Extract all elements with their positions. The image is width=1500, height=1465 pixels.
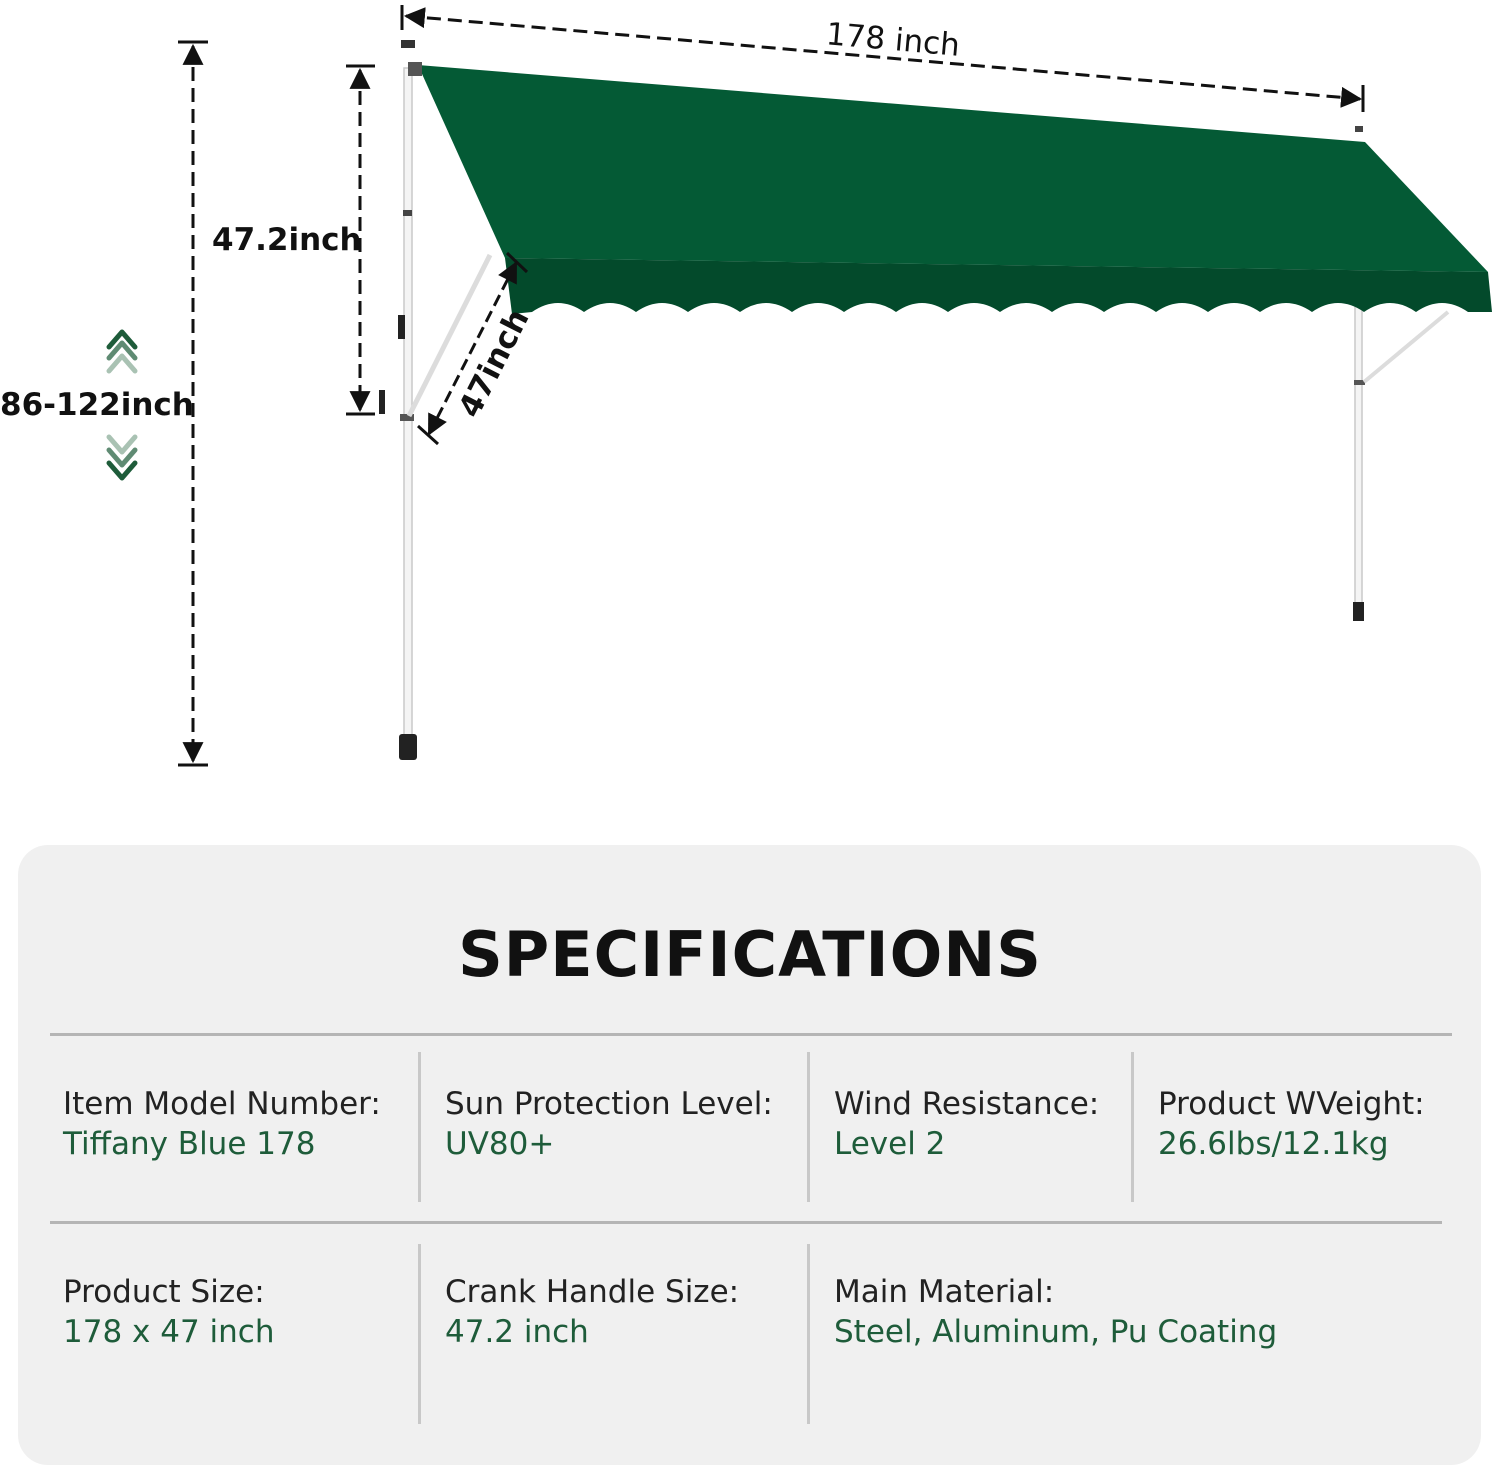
- spec-value: Steel, Aluminum, Pu Coating: [834, 1314, 1278, 1350]
- column-divider: [807, 1244, 810, 1424]
- column-divider: [418, 1244, 421, 1424]
- spec-label: Wind Resistance:: [834, 1086, 1100, 1122]
- crank-height-label: 47.2inch: [212, 222, 362, 258]
- spec-item-model-number: Item Model Number: Tiffany Blue 178: [63, 1084, 381, 1164]
- spec-label: Main Material:: [834, 1274, 1055, 1310]
- divider: [50, 1221, 1442, 1224]
- left-pole: [379, 40, 417, 760]
- height-range-label: 86-122inch: [0, 387, 194, 423]
- crank-height-dimension: 47.2inch: [212, 64, 375, 416]
- right-pole: [1353, 126, 1450, 621]
- spec-value: Level 2: [834, 1126, 946, 1162]
- double-chevron-up-icon: [106, 329, 138, 374]
- spec-label: Product WVeight:: [1158, 1086, 1425, 1122]
- column-divider: [418, 1052, 421, 1202]
- spec-value: 26.6lbs/12.1kg: [1158, 1126, 1389, 1162]
- divider: [50, 1033, 1452, 1036]
- awning-diagram: 178 inch 47.2inch 47inch 86-122inch: [0, 5, 1492, 767]
- specifications-title: SPECIFICATIONS: [458, 918, 1042, 991]
- specifications-panel: [18, 845, 1481, 1465]
- spec-value: 178 x 47 inch: [63, 1314, 275, 1350]
- spec-label: Sun Protection Level:: [445, 1086, 773, 1122]
- spec-label: Product Size:: [63, 1274, 265, 1310]
- spec-label: Crank Handle Size:: [445, 1274, 740, 1310]
- width-label: 178 inch: [825, 16, 962, 64]
- height-dimension: 86-122inch: [0, 40, 208, 767]
- spec-crank-handle-size: Crank Handle Size: 47.2 inch: [445, 1272, 739, 1352]
- awning-canopy: [408, 62, 1492, 314]
- spec-product-size: Product Size: 178 x 47 inch: [63, 1272, 274, 1352]
- column-divider: [807, 1052, 810, 1202]
- spec-product-weight: Product WVeight: 26.6lbs/12.1kg: [1158, 1084, 1425, 1164]
- double-chevron-down-icon: [106, 434, 138, 481]
- spec-main-material: Main Material: Steel, Aluminum, Pu Coati…: [834, 1272, 1277, 1352]
- spec-wind-resistance: Wind Resistance: Level 2: [834, 1084, 1099, 1164]
- column-divider: [1131, 1052, 1134, 1202]
- spec-value: Tiffany Blue 178: [63, 1126, 316, 1162]
- spec-value: UV80+: [445, 1126, 555, 1162]
- spec-value: 47.2 inch: [445, 1314, 589, 1350]
- spec-sun-protection: Sun Protection Level: UV80+: [445, 1084, 773, 1164]
- spec-label: Item Model Number:: [63, 1086, 381, 1122]
